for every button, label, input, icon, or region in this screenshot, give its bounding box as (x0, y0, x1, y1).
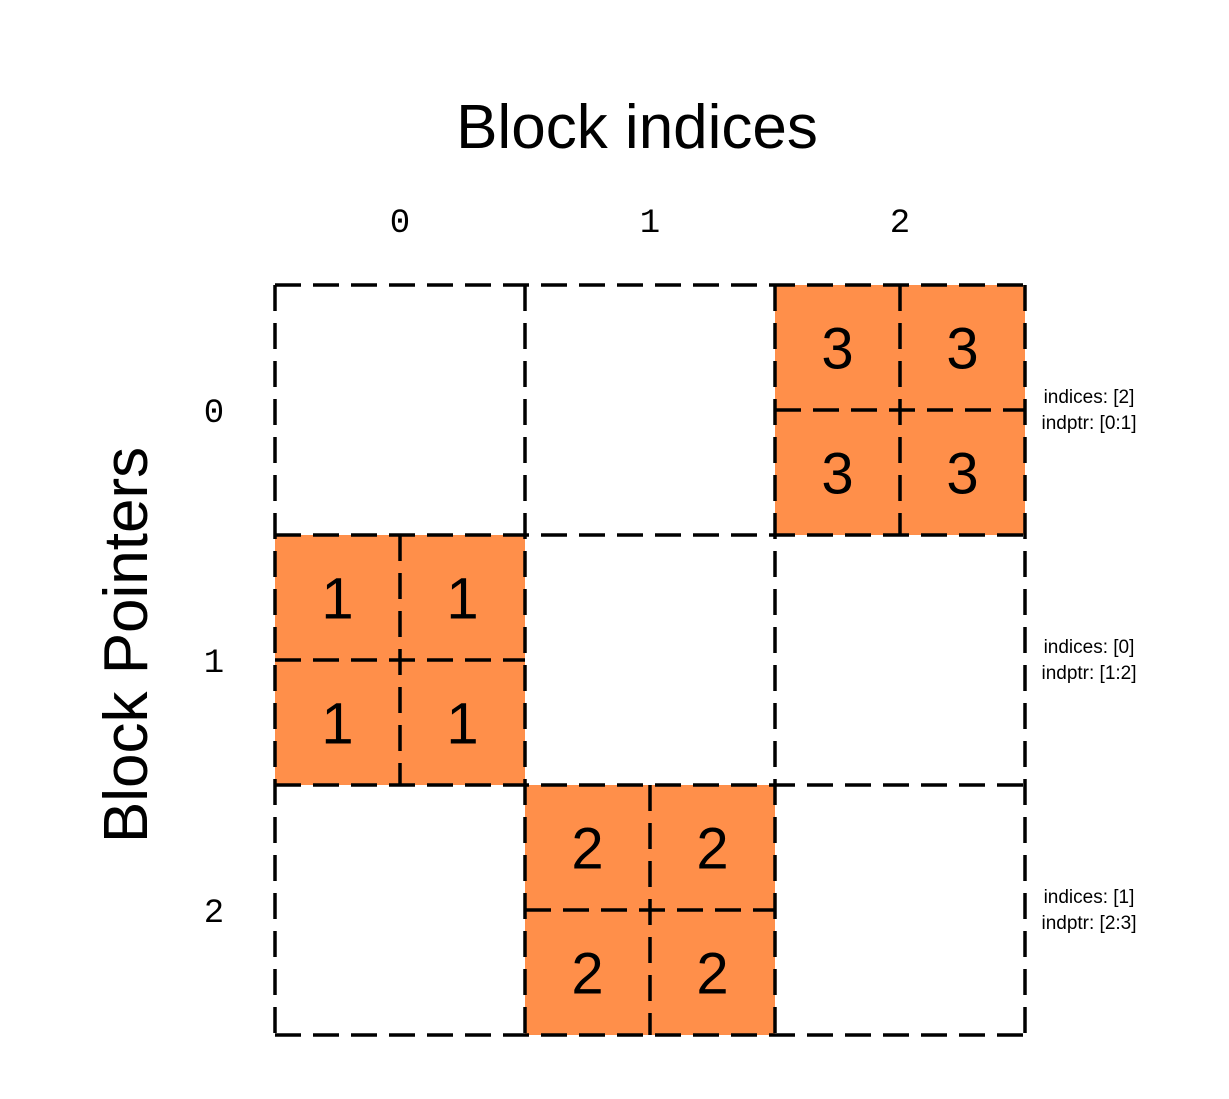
block-cell-value: 3 (821, 442, 853, 507)
column-labels: 0 1 2 (390, 205, 910, 243)
diagram-title: Block indices (456, 93, 818, 162)
row-annotation-indptr: indptr: [2:3] (1041, 913, 1136, 934)
block-cell-value: 1 (321, 567, 353, 632)
block-cell-value: 1 (321, 692, 353, 757)
block-cell-value: 2 (696, 817, 728, 882)
column-label: 2 (890, 205, 910, 243)
filled-blocks: 3 3 3 3 1 1 1 1 2 2 2 2 (275, 285, 1025, 1035)
row-label: 0 (204, 395, 224, 433)
block-cell-value: 3 (946, 317, 978, 382)
row-annotation-indices: indices: [2] (1044, 387, 1135, 408)
row-annotation-indptr: indptr: [1:2] (1041, 663, 1136, 684)
block-cell-value: 2 (571, 942, 603, 1007)
row-labels: 0 1 2 (204, 395, 224, 933)
row-annotation-indptr: indptr: [0:1] (1041, 413, 1136, 434)
row-annotation-indices: indices: [0] (1044, 637, 1135, 658)
row-label: 1 (204, 645, 224, 683)
column-label: 1 (640, 205, 660, 243)
row-label: 2 (204, 895, 224, 933)
row-annotation-indices: indices: [1] (1044, 887, 1135, 908)
block-cell-value: 2 (571, 817, 603, 882)
row-annotations: indices: [2] indptr: [0:1] indices: [0] ind… (1041, 387, 1136, 934)
block-cell-value: 1 (446, 692, 478, 757)
block-grid (273, 283, 1027, 1037)
column-label: 0 (390, 205, 410, 243)
row-axis-title: Block Pointers (92, 447, 161, 843)
block-cell-value: 3 (821, 317, 853, 382)
block-cell-value: 2 (696, 942, 728, 1007)
block-cell-value: 3 (946, 442, 978, 507)
block-cell-value: 1 (446, 567, 478, 632)
